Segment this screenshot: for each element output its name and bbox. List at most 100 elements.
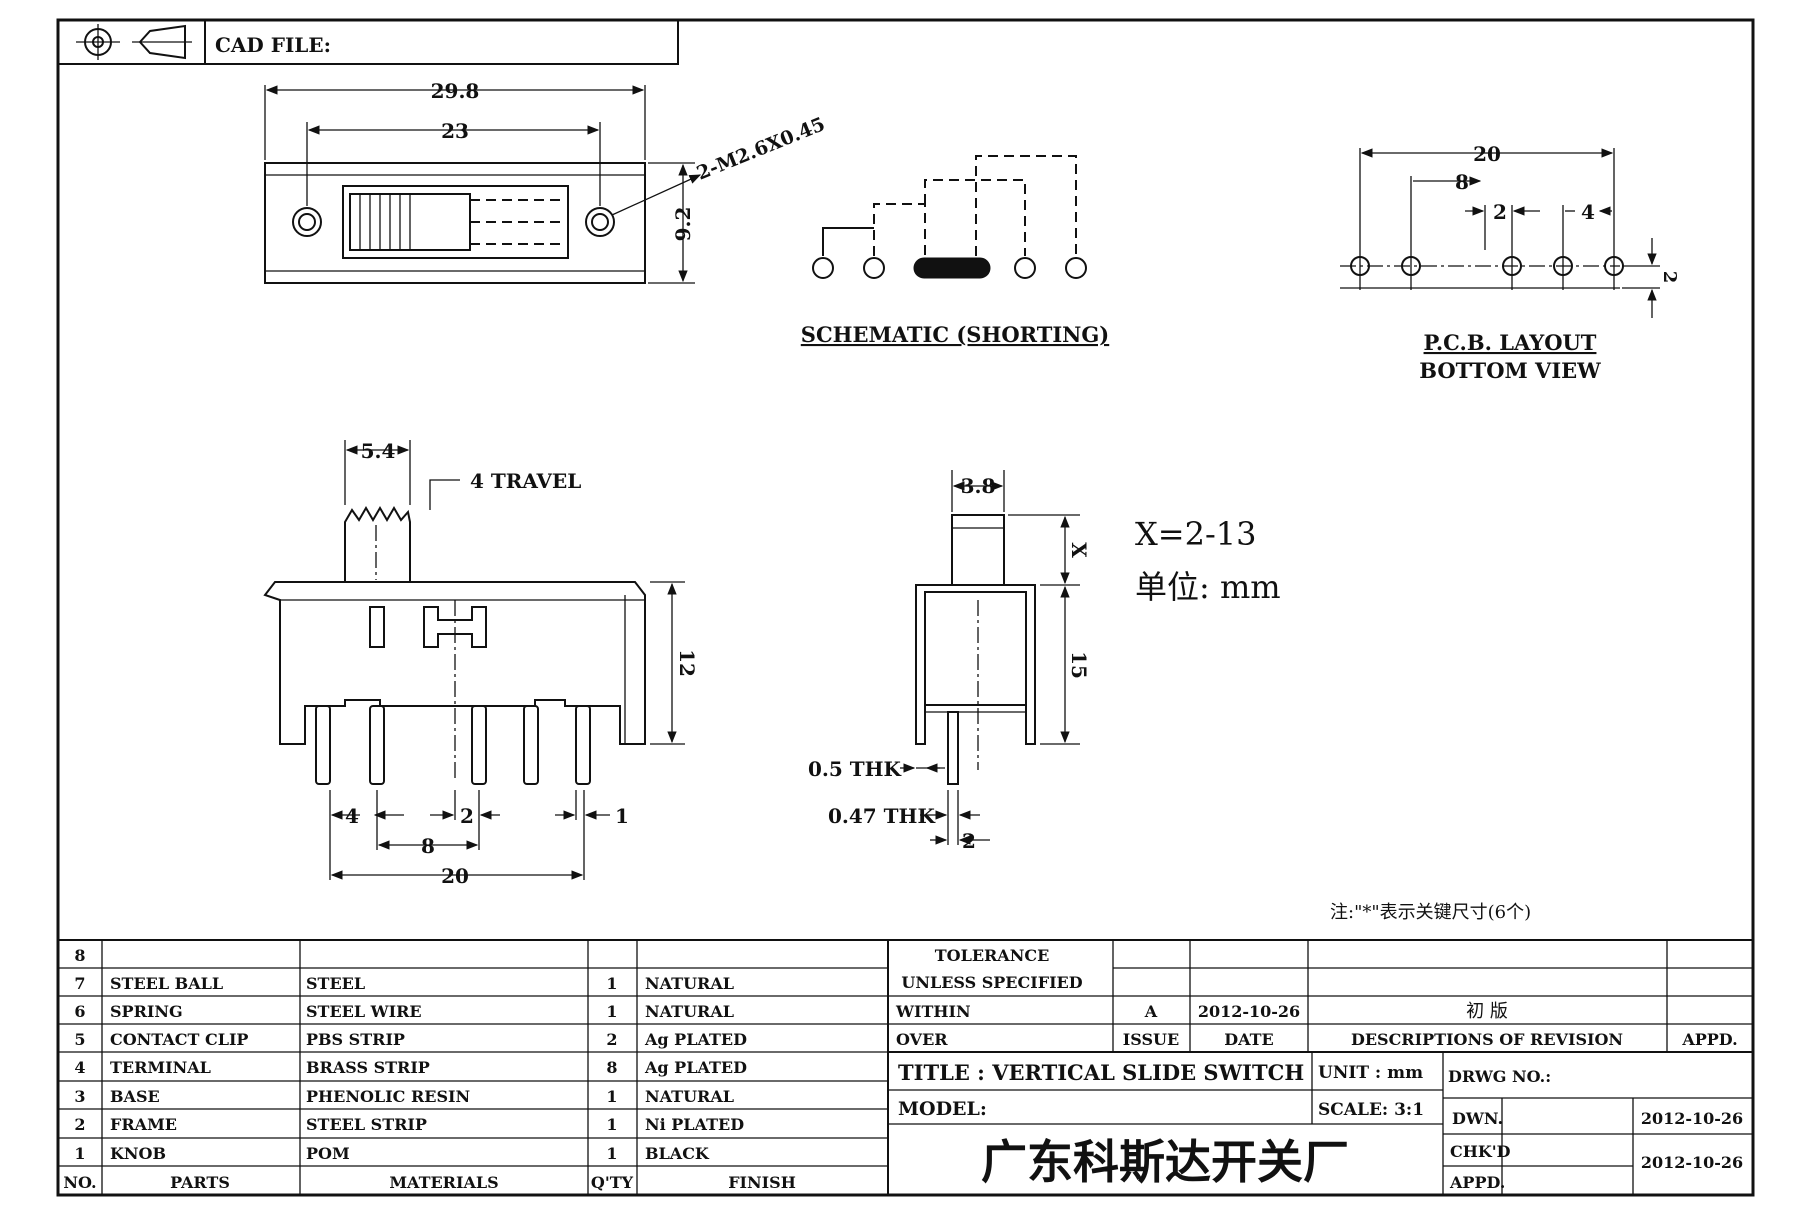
within-label: WITHIN <box>895 1002 971 1021</box>
row-part: SPRING <box>110 1002 183 1021</box>
pcb-pads <box>1350 250 1624 290</box>
pcb-layout: 20 8 2 4 2 P.C.B. LAYOUT BOTTOM VIEW <box>1340 142 1680 383</box>
dim-height: 9.2 <box>671 207 695 242</box>
dwn-label: DWN. <box>1452 1109 1503 1128</box>
end-thk-047: 0.47 THK <box>828 804 935 828</box>
model-label: MODEL: <box>898 1098 987 1120</box>
schematic-title: SCHEMATIC (SHORTING) <box>801 322 1109 347</box>
revision-date: 2012-10-26 <box>1198 1002 1300 1021</box>
side-dim-8: 8 <box>421 834 435 858</box>
table-row: 3 BASE PHENOLIC RESIN 1 NATURAL <box>74 1087 734 1106</box>
table-row: 5 CONTACT CLIP PBS STRIP 2 Ag PLATED <box>74 1030 747 1049</box>
row-finish: NATURAL <box>645 1087 734 1106</box>
side-dim-1: 1 <box>615 804 629 828</box>
row-no: 8 <box>74 946 85 965</box>
unless-specified-label: UNLESS SPECIFIED <box>901 973 1082 992</box>
row-qty: 1 <box>606 974 617 993</box>
header-parts: PARTS <box>170 1173 230 1192</box>
drwg-no-label: DRWG NO.: <box>1448 1067 1551 1086</box>
dim-hole-spacing: 23 <box>441 119 469 143</box>
end-dim-knob-width: 3.8 <box>961 474 996 498</box>
header-finish: FINISH <box>728 1173 796 1192</box>
row-material: PHENOLIC RESIN <box>306 1087 470 1106</box>
revision-description: 初 版 <box>1466 1001 1508 1022</box>
end-dim-2: 2 <box>962 829 976 853</box>
appd-sign-label: APPD. <box>1449 1173 1505 1192</box>
side-dim-2: 2 <box>460 804 474 828</box>
title-block: TOLERANCE UNLESS SPECIFIED WITHIN OVER A… <box>887 939 1754 1196</box>
row-no: 2 <box>74 1115 85 1134</box>
drawing-title: TITLE : VERTICAL SLIDE SWITCH <box>898 1060 1304 1085</box>
cad-file-label: CAD FILE: <box>215 33 331 57</box>
row-qty: 1 <box>606 1144 617 1163</box>
chkd-date: 2012-10-26 <box>1641 1153 1743 1172</box>
row-finish: NATURAL <box>645 974 734 993</box>
pcb-dim-2: 2 <box>1493 200 1507 224</box>
row-no: 6 <box>74 1002 85 1021</box>
end-view: 3.8 X 15 0.5 THK 0.47 THK 2 <box>808 470 1091 853</box>
row-qty: 8 <box>606 1058 617 1077</box>
row-no: 3 <box>74 1087 85 1106</box>
row-part: FRAME <box>110 1115 177 1134</box>
header-qty: Q'TY <box>591 1173 634 1192</box>
side-dim-knob-width: 5.4 <box>361 439 396 463</box>
tolerance-label: TOLERANCE <box>935 946 1050 965</box>
dwn-date: 2012-10-26 <box>1641 1109 1743 1128</box>
pcb-dim-4: 4 <box>1581 200 1595 224</box>
row-qty: 1 <box>606 1115 617 1134</box>
row-no: 1 <box>74 1144 85 1163</box>
descriptions-label: DESCRIPTIONS OF REVISION <box>1351 1030 1623 1049</box>
revision-issue: A <box>1144 1002 1158 1021</box>
row-finish: Ni PLATED <box>645 1115 744 1134</box>
pcb-subtitle: BOTTOM VIEW <box>1419 358 1601 383</box>
issue-label: ISSUE <box>1123 1030 1179 1049</box>
row-finish: BLACK <box>645 1144 710 1163</box>
end-dim-x: X <box>1067 542 1091 558</box>
row-material: POM <box>306 1144 350 1163</box>
note-x-range: X=2-13 <box>1135 515 1256 553</box>
table-row: 4 TERMINAL BRASS STRIP 8 Ag PLATED <box>74 1058 747 1077</box>
row-material: PBS STRIP <box>306 1030 405 1049</box>
row-no: 5 <box>74 1030 85 1049</box>
row-no: 4 <box>74 1058 85 1077</box>
table-row: 8 <box>74 946 85 965</box>
projection-symbol-icon <box>76 24 192 60</box>
row-qty: 2 <box>606 1030 617 1049</box>
note-unit: 单位: mm <box>1135 568 1281 606</box>
pcb-title: P.C.B. LAYOUT <box>1424 330 1597 355</box>
date-label: DATE <box>1224 1030 1274 1049</box>
row-part: KNOB <box>110 1144 166 1163</box>
side-travel-label: 4 TRAVEL <box>470 469 581 493</box>
chkd-label: CHK'D <box>1450 1142 1511 1161</box>
table-row: 2 FRAME STEEL STRIP 1 Ni PLATED <box>74 1115 744 1134</box>
pcb-dim-2-vertical: 2 <box>1659 271 1680 284</box>
row-material: STEEL WIRE <box>306 1002 422 1021</box>
table-row: 7 STEEL BALL STEEL 1 NATURAL <box>74 974 734 993</box>
side-dim-height: 12 <box>675 649 699 677</box>
parts-table: 8 7 STEEL BALL STEEL 1 NATURAL 6 SPRING … <box>57 939 889 1196</box>
side-view: 5.4 4 TRAVEL 12 4 2 1 8 20 <box>263 439 699 888</box>
table-row: 1 KNOB POM 1 BLACK <box>74 1144 709 1163</box>
company-name: 广东科斯达开关厂 <box>981 1135 1349 1189</box>
row-finish: NATURAL <box>645 1002 734 1021</box>
row-material: STEEL STRIP <box>306 1115 427 1134</box>
row-part: TERMINAL <box>110 1058 211 1077</box>
row-qty: 1 <box>606 1002 617 1021</box>
row-part: CONTACT CLIP <box>110 1030 248 1049</box>
pcb-dim-20: 20 <box>1473 142 1501 166</box>
row-material: STEEL <box>306 974 365 993</box>
dim-overall-length: 29.8 <box>431 79 480 103</box>
row-no: 7 <box>74 974 85 993</box>
row-part: BASE <box>110 1087 160 1106</box>
end-thk-05: 0.5 THK <box>808 757 902 781</box>
row-finish: Ag PLATED <box>644 1058 747 1077</box>
header-materials: MATERIALS <box>389 1173 498 1192</box>
schematic-diagram: SCHEMATIC (SHORTING) <box>801 155 1109 347</box>
note-key-dimensions: 注:"*"表示关键尺寸(6个) <box>1330 902 1531 923</box>
appd-label: APPD. <box>1681 1030 1737 1049</box>
row-material: BRASS STRIP <box>306 1058 430 1077</box>
top-view: 29.8 23 9.2 2-M2.6X0.45 <box>264 79 828 284</box>
pcb-dim-8: 8 <box>1455 170 1469 194</box>
row-qty: 1 <box>606 1087 617 1106</box>
